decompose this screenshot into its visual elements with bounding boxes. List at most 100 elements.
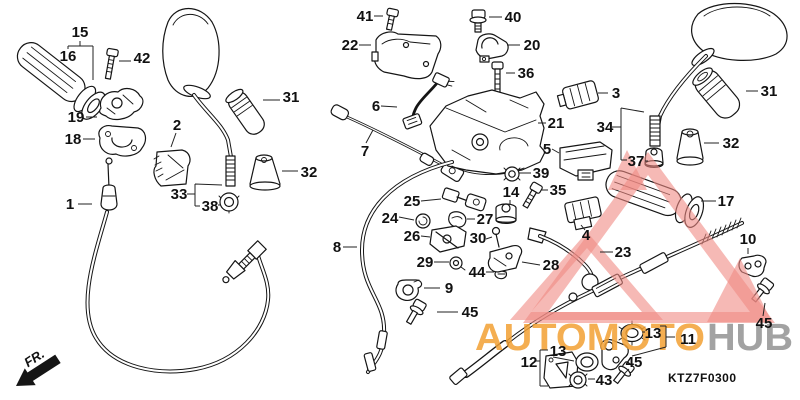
callout-20: 20	[524, 37, 541, 54]
callout-33: 33	[171, 186, 188, 203]
callout-3: 3	[612, 85, 620, 102]
diagram-code: KTZ7F0300	[668, 371, 737, 385]
watermark-triangle-right	[707, 258, 772, 322]
part-boot-32-right	[676, 128, 704, 166]
part-bolt-45-bottom	[613, 361, 635, 385]
callout-31-right: 31	[761, 83, 778, 100]
part-ring-13-upper	[618, 320, 646, 346]
callout-29: 29	[417, 254, 434, 271]
callout-40: 40	[505, 9, 522, 26]
part-switch-5	[559, 141, 613, 181]
part-lever-23	[527, 227, 599, 291]
part-cable-8	[359, 160, 454, 374]
watermark: AUTOMOTO HUB	[475, 150, 793, 359]
part-spring-24	[415, 213, 431, 229]
callout-43: 43	[596, 372, 613, 389]
part-joint-25	[441, 187, 487, 212]
callout-18: 18	[65, 131, 82, 148]
part-mirror-right	[649, 2, 788, 147]
front-direction-marker: FR.	[16, 346, 61, 386]
callout-22: 22	[342, 37, 359, 54]
front-arrow-icon	[16, 354, 61, 386]
callout-17: 17	[718, 193, 735, 210]
part-wire-6	[402, 72, 455, 130]
part-clamp-26	[429, 225, 467, 253]
callout-10: 10	[740, 231, 757, 248]
callout-19: 19	[68, 109, 85, 126]
leader-lines	[67, 15, 766, 387]
part-boot-32-left	[249, 154, 281, 191]
part-perch-2	[153, 149, 191, 187]
callout-31-left: 31	[283, 89, 300, 106]
part-switch-4	[564, 196, 602, 231]
part-cable-loop-left	[85, 210, 271, 374]
callout-16: 16	[60, 48, 77, 65]
part-cable-end-1	[100, 157, 118, 211]
part-pin-30	[491, 226, 501, 248]
part-bolt-45-mid	[405, 298, 427, 325]
part-grip-left	[16, 42, 106, 120]
callout-6: 6	[372, 98, 380, 115]
part-nut-39	[503, 166, 521, 182]
part-clamp-20	[475, 33, 509, 63]
part-knob-14	[495, 203, 517, 225]
callout-2: 2	[173, 117, 181, 134]
part-bolt-40	[469, 9, 487, 33]
callout-45-right: 45	[756, 315, 773, 332]
part-cap-27	[448, 211, 467, 228]
watermark-triangle-medium	[510, 232, 663, 320]
callout-27: 27	[477, 211, 494, 228]
part-housing-21	[429, 89, 546, 176]
watermark-brand-right: HUB	[707, 317, 793, 359]
callout-26: 26	[404, 228, 421, 245]
callouts: 15 16 42 19 18 2 1 33 38 31 32 41 22 40 …	[60, 8, 778, 389]
part-screw-42	[104, 47, 119, 80]
part-screw-41	[385, 7, 399, 31]
callout-15: 15	[72, 24, 89, 41]
part-grommet-29	[449, 256, 466, 271]
part-switch-3	[556, 80, 599, 110]
callout-38: 38	[202, 198, 219, 215]
callout-45-bottom: 45	[626, 354, 643, 371]
part-adapter-31-right	[692, 67, 741, 119]
watermark-triangle-small	[608, 150, 647, 190]
callout-7: 7	[361, 143, 369, 160]
part-clamp-18	[98, 125, 147, 157]
callout-44: 44	[469, 264, 486, 281]
callout-8: 8	[333, 239, 341, 256]
callout-37: 37	[628, 153, 645, 170]
callout-25: 25	[404, 193, 421, 210]
callout-36: 36	[518, 65, 535, 82]
part-mirror-left	[162, 8, 236, 187]
callout-32-left: 32	[301, 164, 318, 181]
part-bracket-28	[487, 245, 523, 273]
callout-42: 42	[134, 50, 151, 67]
callout-23: 23	[615, 244, 632, 261]
part-bolt-36	[491, 61, 504, 94]
callout-4: 4	[582, 227, 591, 244]
callout-5: 5	[543, 141, 551, 158]
part-clamp-9	[395, 279, 423, 301]
part-nut-38	[218, 192, 240, 214]
callout-11: 11	[680, 331, 696, 348]
callout-35: 35	[550, 182, 567, 199]
part-arm-bracket	[600, 339, 629, 371]
callout-45-mid: 45	[462, 304, 479, 321]
callout-1: 1	[66, 196, 74, 213]
callout-9: 9	[445, 280, 453, 297]
watermark-brand-left: AUTOMOTO	[475, 317, 705, 359]
callout-13-upper: 13	[645, 325, 662, 342]
callout-13-lower: 13	[550, 343, 567, 360]
callout-30: 30	[470, 230, 487, 247]
callout-24: 24	[382, 210, 399, 227]
part-adapter-31-left	[225, 88, 265, 135]
callout-41: 41	[357, 8, 374, 25]
callout-32-right: 32	[723, 135, 740, 152]
callout-21: 21	[548, 115, 565, 132]
callout-39: 39	[533, 165, 550, 182]
part-nut-43	[568, 371, 588, 389]
callout-34: 34	[597, 119, 614, 136]
callout-12: 12	[521, 354, 538, 371]
